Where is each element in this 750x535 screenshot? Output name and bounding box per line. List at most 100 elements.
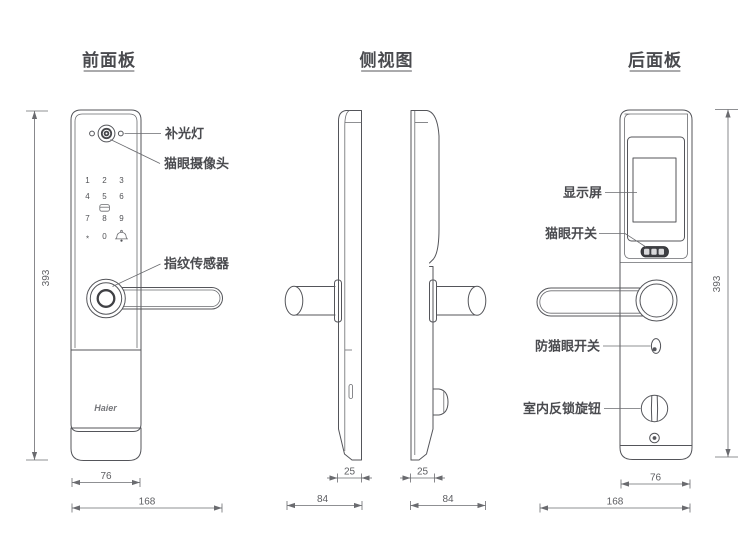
dim-value-393: 393 (712, 275, 723, 292)
front-panel-view: 前面板 1 2 3 4 5 6 7 8 9 * 0 (26, 50, 230, 513)
keypad-key-4: 4 (85, 192, 90, 201)
back-handle-mount (429, 279, 437, 323)
peephole-switch-button-middle (651, 248, 657, 255)
front-profile-outline (338, 110, 362, 461)
peephole-camera (97, 124, 116, 143)
dim-value-84: 84 (317, 494, 329, 505)
fingerprint-sensor-icon (96, 289, 116, 308)
keypad: 1 2 3 4 5 6 7 8 9 * 0 (85, 176, 129, 244)
doorbell-dome (114, 231, 129, 240)
screw-center (652, 436, 657, 440)
front-view-title: 前面板 (82, 50, 136, 70)
back-view-title: 后面板 (628, 50, 682, 70)
brand-logo: Haier (94, 403, 117, 413)
back-hub-inner (639, 283, 674, 318)
front-profile-slot (348, 384, 353, 399)
peephole-switch-button-left (644, 248, 650, 255)
front-handle-end-cap (284, 285, 304, 316)
front-panel-inner-face (74, 113, 138, 348)
peephole-switch-leader-line (599, 233, 647, 248)
keypad-key-star: * (86, 235, 89, 244)
back-display-module-outline (624, 113, 688, 259)
screw-hole (649, 432, 660, 444)
label-peephole-camera: 猫眼摄像头 (164, 156, 229, 171)
side-front-dim-25: 25 (327, 467, 372, 483)
label-display: 显示屏 (563, 185, 602, 200)
front-hub-inner (89, 282, 123, 315)
peephole-switch-button-right (658, 248, 664, 255)
front-panel-body-outline (70, 109, 142, 432)
doorbell-icon (114, 229, 129, 242)
back-panel-view: 后面板 (523, 50, 738, 513)
back-profile-outline-upper (410, 110, 440, 461)
keypad-key-3: 3 (119, 176, 124, 185)
front-handle (86, 263, 223, 319)
label-fill-light: 补光灯 (164, 126, 204, 141)
back-hub-outer (635, 279, 678, 322)
fill-light-left-icon (89, 130, 95, 137)
keypad-key-2: 2 (102, 176, 107, 185)
screw-outer (649, 432, 660, 444)
side-profile-back: 25 84 (400, 110, 487, 510)
peephole-switch-buttons (640, 246, 669, 258)
dim-value-76: 76 (650, 473, 662, 484)
camera-lens-ring (102, 129, 111, 138)
label-deadbolt-knob: 室内反锁旋钮 (523, 401, 601, 416)
side-view-title: 侧视图 (360, 50, 414, 70)
label-anti-peephole-switch: 防猫眼开关 (535, 339, 600, 354)
front-dim-height-393: 393 (26, 110, 52, 461)
keypad-key-0: 0 (102, 232, 107, 241)
keypad-key-5: 5 (102, 192, 107, 201)
fingerprint-leader-line (112, 263, 161, 287)
deadbolt-knob (640, 394, 669, 423)
display-screen (632, 157, 677, 223)
dim-value-168: 168 (139, 497, 156, 508)
front-handle-mount (334, 279, 342, 323)
anti-peephole-switch-dot (652, 347, 657, 352)
fill-light-right-icon (117, 130, 124, 137)
thumbturn-side-bump (432, 388, 449, 416)
display-bezel (627, 136, 685, 242)
back-panel-bottom-cap (619, 445, 693, 460)
back-dim-total-168: 168 (539, 497, 691, 513)
thumbturn-bump-outline (432, 388, 449, 416)
card-reader-icon (99, 204, 110, 212)
side-front-dim-84: 84 (286, 494, 363, 510)
dim-value-168: 168 (607, 497, 624, 508)
back-handle (536, 279, 678, 322)
front-panel-bottom-cap (70, 427, 142, 461)
keypad-key-7: 7 (85, 214, 90, 223)
anti-peephole-switch (650, 338, 662, 354)
deadbolt-knob-outline (640, 394, 669, 423)
doorbell-clapper (120, 239, 123, 242)
dim-value-25: 25 (417, 467, 429, 478)
back-dim-height-393: 393 (712, 109, 738, 458)
keypad-key-8: 8 (102, 214, 107, 223)
side-profile-front: 25 84 (284, 110, 372, 510)
back-dim-width-76: 76 (620, 473, 691, 489)
front-dim-total-168: 168 (71, 497, 223, 513)
doorbell-top (120, 229, 123, 233)
label-peephole-switch: 猫眼开关 (545, 226, 597, 241)
card-reader-outline (99, 204, 110, 212)
anti-peephole-switch-outline (650, 338, 662, 354)
camera-lens-highlight (105, 132, 108, 135)
keypad-key-1: 1 (85, 176, 90, 185)
back-handle-end-cap (467, 285, 487, 316)
camera-outer-ring (97, 124, 116, 143)
front-profile-face-line (344, 110, 350, 451)
side-view: 侧视图 25 84 (284, 50, 487, 510)
side-back-dim-84: 84 (410, 494, 486, 510)
dim-value-76: 76 (100, 471, 112, 482)
front-dim-width-76: 76 (71, 471, 141, 487)
dim-value-84: 84 (442, 494, 454, 505)
side-back-dim-25: 25 (400, 467, 445, 483)
camera-leader-line (110, 139, 161, 164)
dim-value-25: 25 (344, 467, 356, 478)
label-fingerprint-sensor: 指纹传感器 (164, 256, 230, 271)
dim-value-393: 393 (41, 269, 52, 286)
keypad-key-9: 9 (119, 214, 124, 223)
back-profile-outline-lower (410, 266, 434, 461)
